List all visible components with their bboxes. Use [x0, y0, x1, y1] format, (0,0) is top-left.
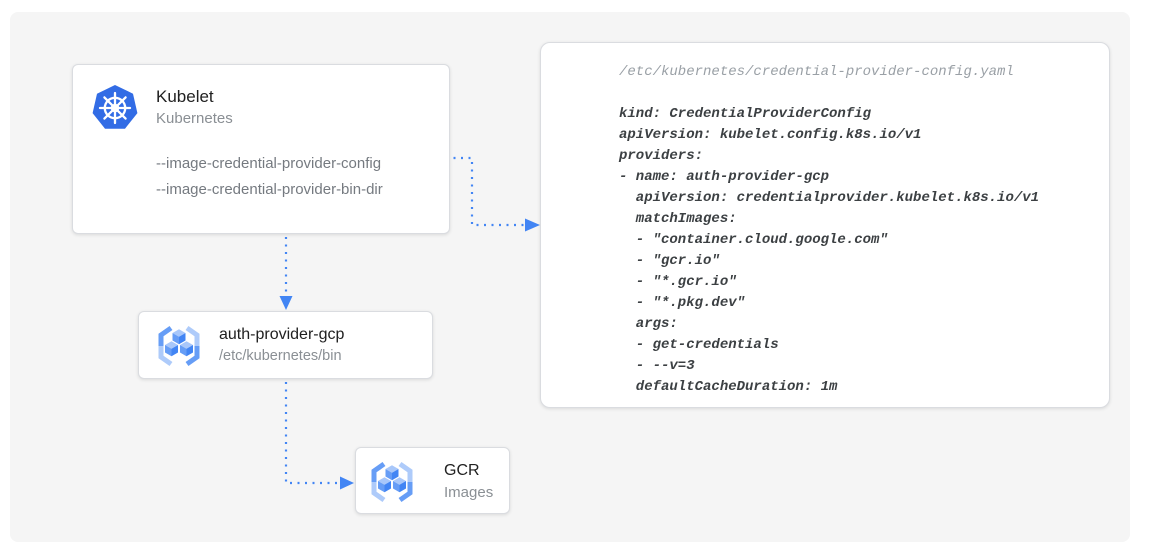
auth-provider-node-card: auth-provider-gcp /etc/kubernetes/bin [138, 311, 433, 379]
gcr-node-card: GCR Images [355, 447, 510, 514]
kubelet-node-card: Kubelet Kubernetes --image-credential-pr… [72, 64, 450, 234]
kubelet-title: Kubelet [156, 87, 214, 106]
config-yaml-line: - name: auth-provider-gcp [619, 169, 830, 185]
config-yaml-line: - get-credentials [619, 337, 779, 353]
config-yaml-line: - --v=3 [619, 358, 695, 374]
config-yaml-line: kind: CredentialProviderConfig [619, 106, 872, 122]
auth-provider-subtitle: /etc/kubernetes/bin [219, 348, 342, 364]
config-yaml-line: args: [619, 316, 678, 332]
config-file-path: /etc/kubernetes/credential-provider-conf… [619, 64, 1014, 80]
config-yaml-line: providers: [619, 148, 704, 164]
gcr-title: GCR [444, 462, 480, 479]
config-yaml-line: - "*.gcr.io" [619, 274, 737, 290]
kubelet-flags-list: --image-credential-provider-config --imag… [156, 151, 383, 203]
config-yaml-line: apiVersion: credentialprovider.kubelet.k… [619, 190, 1040, 206]
config-yaml-line: - "gcr.io" [619, 253, 720, 269]
config-yaml-line: apiVersion: kubelet.config.k8s.io/v1 [619, 127, 922, 143]
gcr-cubes [165, 329, 193, 357]
credential-provider-config-panel: /etc/kubernetes/credential-provider-conf… [540, 42, 1110, 408]
gcr-cubes [378, 465, 406, 493]
kubernetes-logo-icon [92, 85, 138, 129]
kubelet-flag: --image-credential-provider-config [156, 155, 382, 172]
config-yaml-line: defaultCacheDuration: 1m [619, 379, 838, 395]
gcr-logo-icon [371, 461, 413, 503]
kubelet-flag: --image-credential-provider-bin-dir [156, 181, 383, 198]
kubelet-subtitle: Kubernetes [156, 110, 233, 127]
gcr-logo-icon [158, 325, 200, 367]
gcr-subtitle: Images [444, 484, 494, 501]
auth-provider-title: auth-provider-gcp [219, 326, 345, 343]
config-yaml-line: - "container.cloud.google.com" [619, 232, 888, 248]
config-yaml-line: matchImages: [619, 211, 737, 227]
config-yaml-line: - "*.pkg.dev" [619, 295, 746, 311]
config-yaml-code: kind: CredentialProviderConfig apiVersion… [619, 104, 1089, 398]
